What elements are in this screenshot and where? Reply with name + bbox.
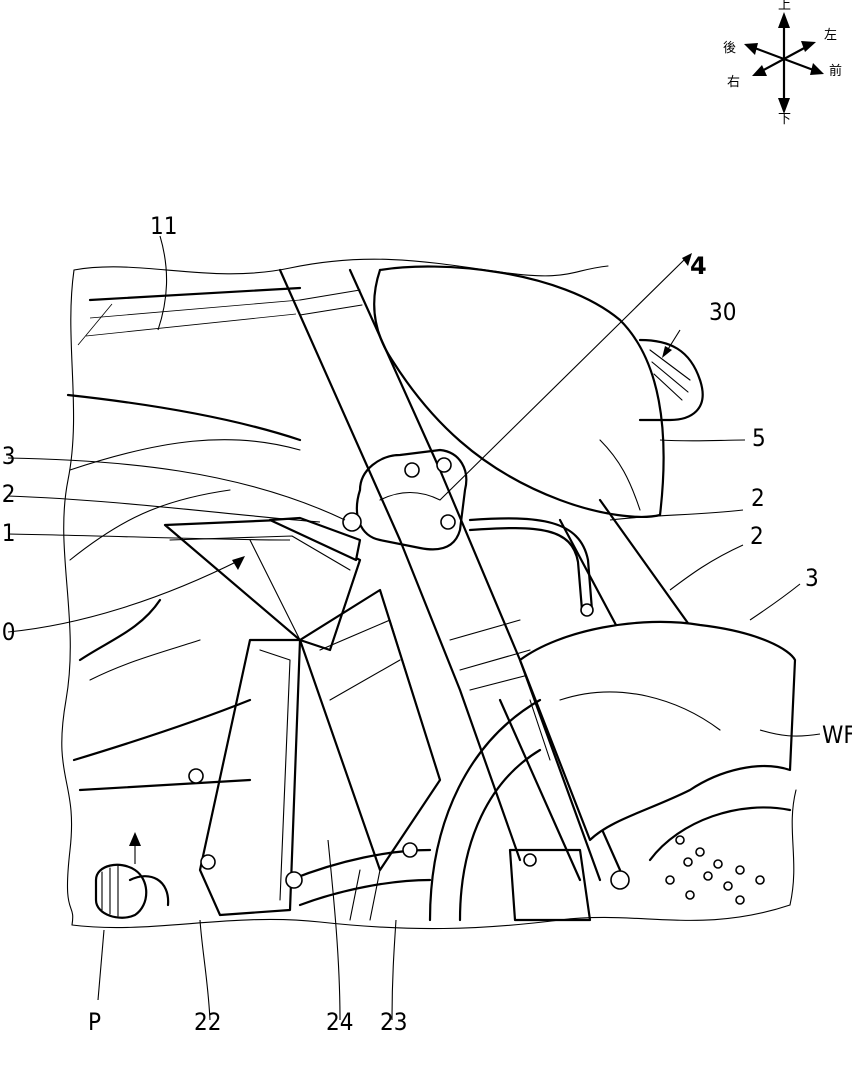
radiator-shroud [298, 588, 442, 872]
label-30-left: 30 [0, 618, 15, 646]
label-2-lower: 2 [750, 522, 764, 550]
reference-labels: 11 4 30 5 2 2 3 33 32 31 30 WF P 22 24 2… [0, 212, 852, 1036]
top-bridge-clamp [342, 448, 468, 551]
compass-front-label: 前 [829, 63, 842, 79]
compass-rear-label: 後 [723, 41, 736, 56]
label-4: 4 [690, 252, 707, 280]
compass-left-label: 左 [824, 28, 837, 43]
compass-up-label: 上 [778, 0, 791, 13]
label-WF: WF [822, 721, 852, 749]
front-wheel [428, 698, 792, 922]
label-32: 32 [0, 480, 15, 508]
filler-cap [94, 863, 170, 919]
break-boundary [61, 258, 797, 930]
label-2-upper: 2 [751, 484, 765, 512]
label-31: 31 [0, 519, 15, 547]
label-3: 3 [805, 564, 819, 592]
label-11: 11 [150, 212, 177, 240]
side-cover [198, 638, 302, 917]
headlight-cowl [373, 265, 665, 518]
label-P: P [88, 1008, 101, 1036]
brake-hose [468, 517, 594, 617]
lower-frame [285, 842, 432, 921]
compass-right-label: 右 [727, 75, 740, 90]
label-24: 24 [326, 1008, 353, 1036]
label-22: 22 [194, 1008, 221, 1036]
direction-compass: 上 下 後 右 左 前 [723, 0, 842, 127]
fuel-tank [66, 286, 302, 561]
label-30-top: 30 [709, 298, 736, 326]
label-33: 33 [0, 442, 15, 470]
label-23: 23 [380, 1008, 407, 1036]
compass-down-label: 下 [778, 112, 791, 127]
frame-left [72, 598, 252, 792]
brake-caliper [508, 848, 630, 922]
label-5: 5 [752, 424, 766, 452]
front-fender [518, 620, 797, 842]
leader-lines [7, 235, 821, 1021]
air-intake-duct [163, 516, 362, 652]
front-lamp [638, 338, 704, 422]
